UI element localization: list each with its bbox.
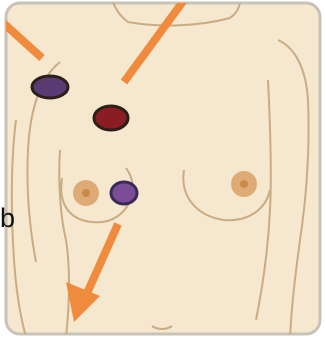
right-nipple xyxy=(240,180,248,188)
lesion-upper-chest xyxy=(94,106,128,130)
side-label: b xyxy=(0,203,24,233)
lesion-near-right-breast xyxy=(111,182,137,204)
left-nipple xyxy=(82,189,90,197)
lesion-left-shoulder xyxy=(32,76,68,98)
diagram-frame xyxy=(6,3,320,334)
